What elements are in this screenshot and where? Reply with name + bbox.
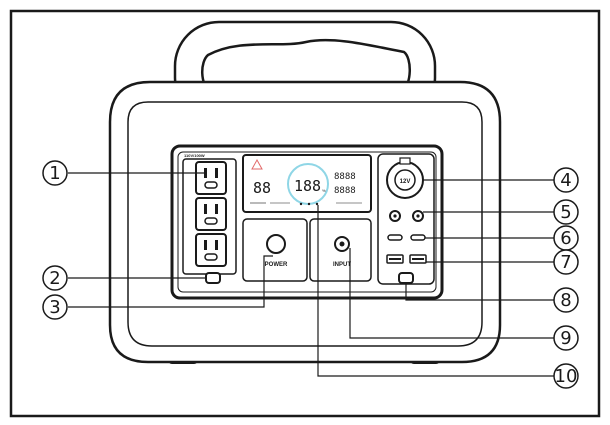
input-label: INPUT bbox=[333, 262, 351, 268]
callout-3: 3 bbox=[42, 294, 68, 320]
ac-outlet-3[interactable] bbox=[195, 233, 227, 267]
lcd-left-digits: 88 bbox=[253, 179, 271, 197]
callout-5: 5 bbox=[553, 199, 579, 225]
callout-3-number: 3 bbox=[49, 297, 60, 318]
leader-line-9 bbox=[349, 248, 554, 339]
car-socket-label: 12V bbox=[400, 179, 411, 185]
callout-2-number: 2 bbox=[49, 268, 60, 289]
dc-switch-button[interactable] bbox=[398, 272, 414, 284]
lcd-right-top-digits: 8888 bbox=[334, 172, 356, 182]
callout-4: 4 bbox=[553, 167, 579, 193]
leader-line-10 bbox=[317, 205, 554, 377]
callout-5-number: 5 bbox=[560, 202, 571, 223]
lcd-center-digits: 188 bbox=[294, 177, 321, 195]
ac-outlet-group: 110V/100W bbox=[182, 153, 237, 284]
ac-outlet-1[interactable] bbox=[195, 161, 227, 195]
usb-c-port-2[interactable] bbox=[410, 234, 426, 241]
callout-6-number: 6 bbox=[560, 228, 571, 249]
leader-lines bbox=[68, 172, 554, 377]
callout-8: 8 bbox=[553, 287, 579, 313]
dc-port-group: 12V bbox=[377, 153, 435, 285]
lcd-center-unit: % bbox=[322, 188, 326, 193]
callout-4-number: 4 bbox=[560, 170, 571, 191]
outer-frame bbox=[9, 9, 601, 418]
ac-header-text: 110V/100W bbox=[184, 153, 205, 158]
power-button-panel: POWER bbox=[242, 218, 308, 282]
input-port-panel: INPUT bbox=[309, 218, 372, 282]
callout-8-number: 8 bbox=[560, 290, 571, 311]
callout-7-number: 7 bbox=[560, 252, 571, 273]
ac-switch-button[interactable] bbox=[205, 272, 221, 284]
callout-1: 1 bbox=[42, 160, 68, 186]
callout-2: 2 bbox=[42, 265, 68, 291]
power-button[interactable] bbox=[266, 234, 286, 254]
lcd-display: 88 188 % 8888 8888 bbox=[242, 154, 372, 213]
callout-10-number: 10 bbox=[555, 366, 578, 387]
usb-c-port-1[interactable] bbox=[387, 234, 403, 241]
warning-icon bbox=[251, 158, 263, 170]
callout-10: 10 bbox=[553, 363, 579, 389]
callout-1-number: 1 bbox=[49, 163, 60, 184]
leader-line-3 bbox=[68, 255, 273, 308]
lcd-right-bottom-digits: 8888 bbox=[334, 186, 356, 196]
callout-9-number: 9 bbox=[560, 328, 571, 349]
power-label: POWER bbox=[265, 262, 288, 268]
front-panel-inner bbox=[177, 151, 437, 293]
callout-7: 7 bbox=[553, 249, 579, 275]
ac-outlet-2[interactable] bbox=[195, 197, 227, 231]
callout-6: 6 bbox=[553, 225, 579, 251]
leader-line-8 bbox=[405, 284, 554, 301]
callout-9: 9 bbox=[553, 325, 579, 351]
